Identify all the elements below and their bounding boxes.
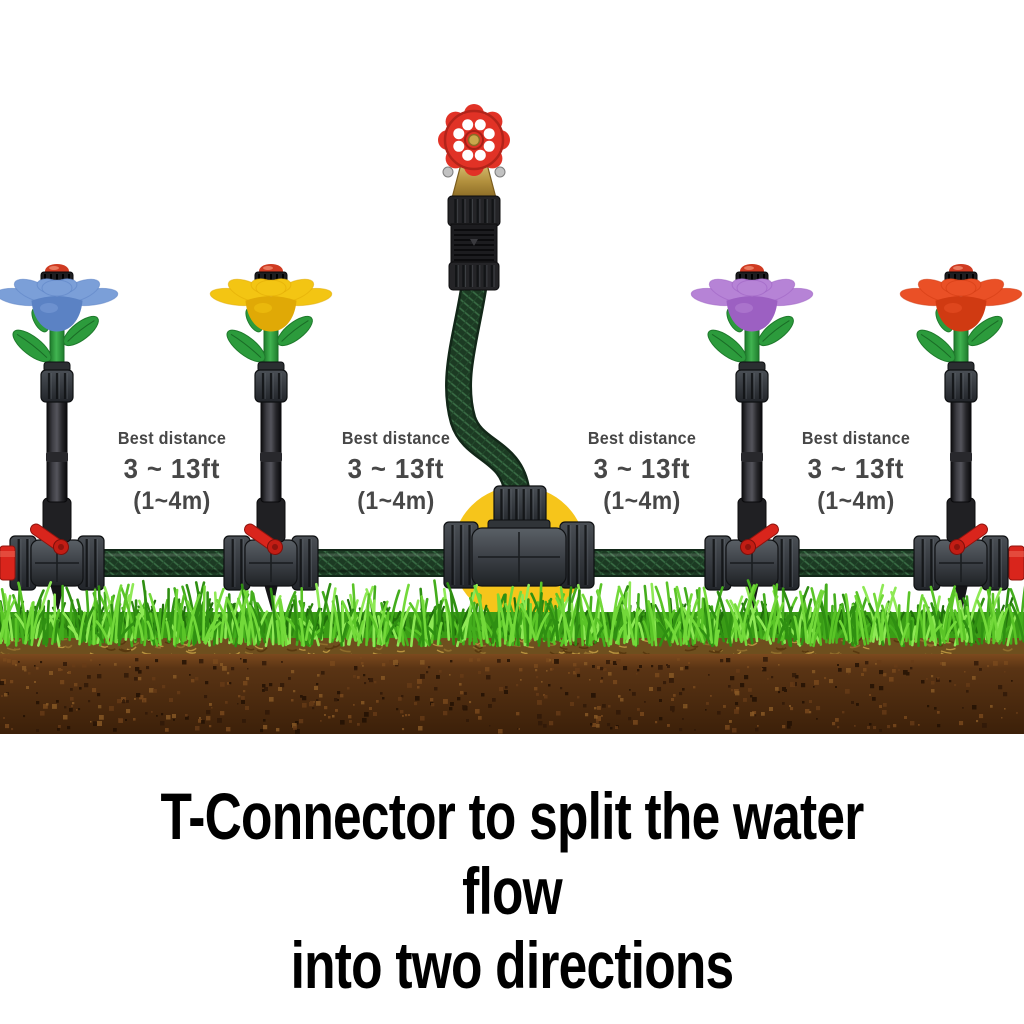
valve-lever (949, 523, 988, 555)
distance-metric: (1~4m) (817, 486, 895, 515)
sprinkler-system-illustration (0, 104, 1024, 734)
soil (0, 654, 1024, 734)
distance-heading: Best distance (587, 428, 697, 448)
distance-metric: (1~4m) (603, 486, 681, 515)
riser-collar-nut (735, 369, 769, 403)
leaf-left (226, 329, 266, 363)
leaf-left (916, 329, 956, 363)
supply-hose (445, 283, 531, 495)
ribbed-nut (291, 535, 319, 591)
ribbed-nut (77, 535, 105, 591)
riser-collar-nut (40, 369, 74, 403)
leaf-right (758, 315, 794, 347)
end-cap-right (1008, 545, 1024, 581)
t-connector-left-nut (443, 521, 479, 589)
red-flower-sprinkler (899, 264, 1023, 612)
distance-heading: Best distance (801, 428, 911, 448)
faucet-valve (438, 104, 510, 291)
distance-label-4: Best distance 3 ~ 13ft (1~4m) (801, 428, 911, 515)
leaf-right (63, 315, 99, 347)
ribbed-nut (772, 535, 800, 591)
distance-range: 3 ~ 13ft (593, 452, 691, 484)
purple-flower-sprinkler (690, 264, 814, 612)
distance-label-3: Best distance 3 ~ 13ft (1~4m) (587, 428, 697, 515)
ribbed-nut (223, 535, 251, 591)
blue-flower-sprinkler (0, 264, 119, 612)
leaf-left (707, 329, 747, 363)
t-connector-top-nut (493, 485, 547, 527)
distance-range: 3 ~ 13ft (807, 452, 905, 484)
faucet-handwheel (438, 104, 510, 176)
caption-title: T-Connector to split the water flow into… (0, 779, 1024, 1003)
leaf-right (277, 315, 313, 347)
distance-label-2: Best distance 3 ~ 13ft (1~4m) (341, 428, 451, 515)
riser-collar-nut (254, 369, 288, 403)
distance-heading: Best distance (341, 428, 451, 448)
distance-label-1: Best distance 3 ~ 13ft (1~4m) (117, 428, 227, 515)
distance-heading: Best distance (117, 428, 227, 448)
end-cap-left (0, 545, 16, 581)
distance-range: 3 ~ 13ft (347, 452, 445, 484)
distance-range: 3 ~ 13ft (123, 452, 221, 484)
distance-metric: (1~4m) (133, 486, 211, 515)
leaf-right (967, 315, 1003, 347)
yellow-flower-sprinkler (209, 264, 333, 612)
ribbed-nut (704, 535, 732, 591)
valve-lever (740, 523, 779, 555)
caption-line-1: T-Connector to split the water flow (160, 779, 864, 928)
valve-lever (244, 523, 283, 555)
valve-lever (30, 523, 69, 555)
ribbed-nut (913, 535, 941, 591)
leaf-left (12, 329, 52, 363)
ribbed-nut (9, 535, 37, 591)
t-connector (443, 485, 595, 589)
grass (0, 579, 1024, 734)
riser-collar-nut (944, 369, 978, 403)
caption-line-2: into two directions (290, 928, 735, 1003)
distance-metric: (1~4m) (357, 486, 435, 515)
hose-quick-connector (447, 195, 501, 291)
